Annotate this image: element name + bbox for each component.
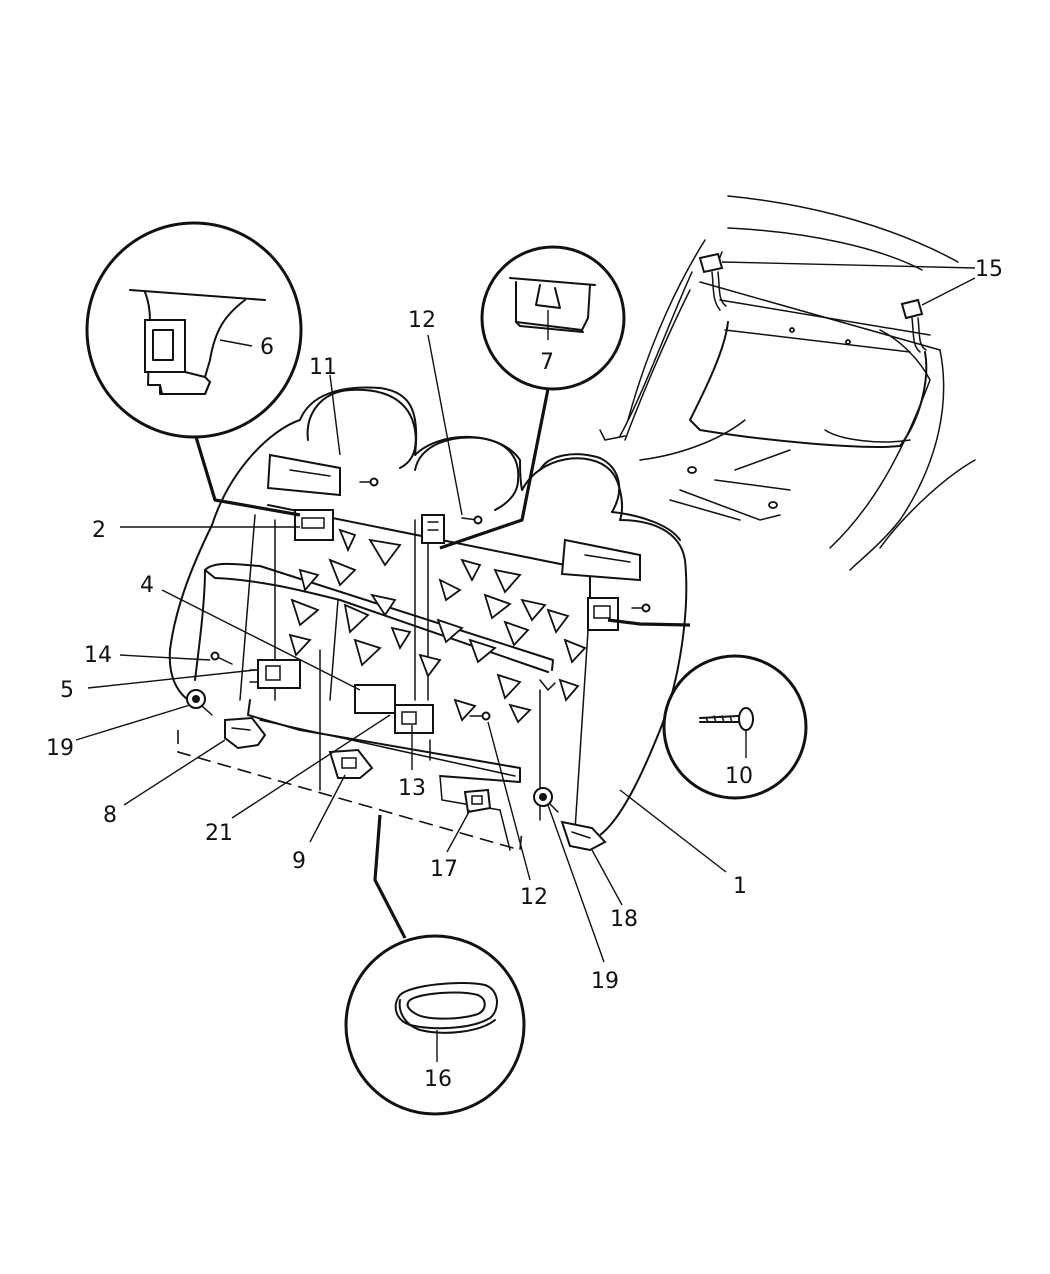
callout-11: 11: [309, 355, 337, 380]
vehicle-cargo-area: [599, 195, 976, 571]
callout-4: 4: [140, 573, 154, 598]
pivot-bracket-left: [224, 716, 267, 750]
callout-21: 21: [205, 821, 233, 846]
panel-cutout-pattern: [288, 528, 587, 724]
callout-19-right: 19: [591, 969, 619, 994]
callout-5: 5: [60, 678, 74, 703]
connector-7: [439, 388, 550, 550]
latch-striker-left: [698, 252, 727, 311]
grommet-16: [394, 982, 498, 1030]
callout-9: 9: [292, 849, 306, 874]
headrest-right: [539, 453, 621, 513]
callout-1: 1: [733, 874, 747, 899]
callout-18: 18: [610, 907, 638, 932]
latch-assembly-left: [257, 659, 301, 689]
seat-back-assembly: [168, 386, 688, 852]
callout-15: 15: [975, 257, 1003, 282]
pivot-bracket-center: [328, 748, 374, 779]
leader-lines: [75, 261, 976, 963]
push-pin-10: [738, 707, 754, 731]
upper-bracket-left: [266, 453, 341, 497]
callout-10: 10: [725, 764, 753, 789]
upper-bracket-right: [560, 538, 641, 582]
callout-16: 16: [424, 1067, 452, 1092]
floor-bumper: [463, 788, 492, 814]
connector-10: [607, 618, 691, 627]
connector-16: [373, 814, 407, 939]
latch-assembly-center: [354, 684, 396, 714]
callout-12-bottom: 12: [520, 885, 548, 910]
detail-connectors: [194, 388, 691, 939]
hinge-bracket-right: [587, 597, 619, 631]
trim-clip-6: [144, 319, 186, 373]
callout-8: 8: [103, 803, 117, 828]
detail-circle-7: [480, 245, 626, 391]
hinge-bracket-left: [294, 509, 334, 541]
callout-6: 6: [260, 335, 274, 360]
headrest-left: [306, 388, 417, 469]
callout-7: 7: [540, 350, 554, 375]
latch-striker-right: [900, 298, 927, 353]
detail-circle-6: [85, 221, 303, 439]
center-latch: [421, 514, 445, 544]
connector-6: [194, 436, 301, 517]
callout-17: 17: [430, 857, 458, 882]
headrest-center: [414, 436, 520, 511]
callout-19-left: 19: [46, 736, 74, 761]
callout-12-top: 12: [408, 308, 436, 333]
callout-labels: 1 2 4 5 6 7 8 9 10 11 12 12 13 14 15 16 …: [46, 257, 1003, 1092]
callout-14: 14: [84, 643, 112, 668]
callout-13: 13: [398, 776, 426, 801]
detail-circle-10: [662, 654, 808, 800]
callout-2: 2: [92, 518, 106, 543]
detail-circle-16: [344, 934, 526, 1116]
